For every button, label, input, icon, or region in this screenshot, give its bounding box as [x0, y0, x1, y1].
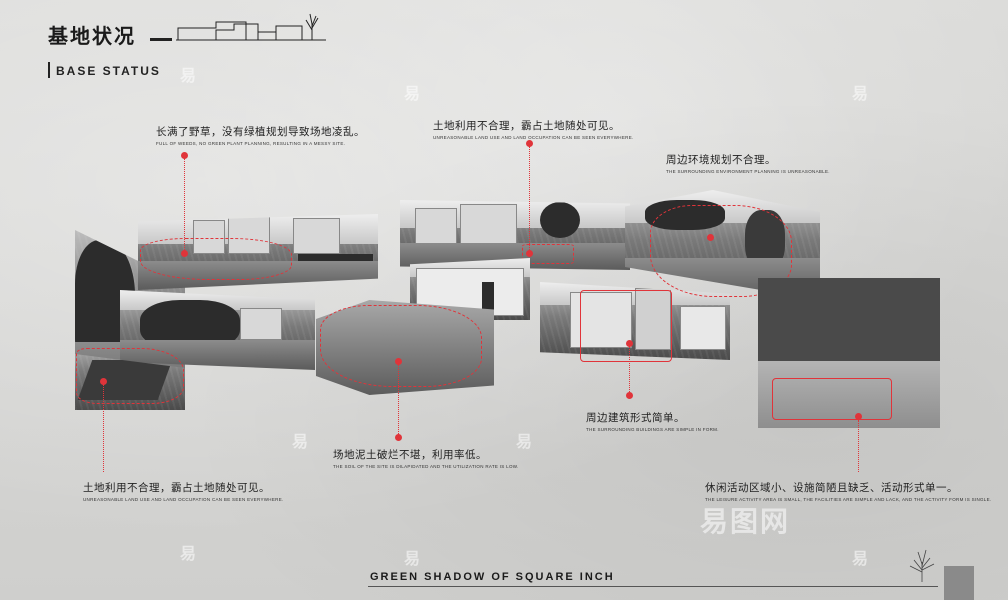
watermark-char: 易 [404, 551, 421, 568]
annotation-zh: 土地利用不合理，霸占土地随处可见。 [433, 120, 620, 132]
annotation-land-use-top: 土地利用不合理，霸占土地随处可见。 UNREASONABLE LAND USE … [433, 118, 634, 140]
marker-dot [626, 340, 633, 347]
subtitle-bar [48, 62, 50, 78]
marker-dot [395, 434, 402, 441]
tree-icon [909, 549, 935, 582]
highlight-buildings [580, 290, 672, 362]
watermark-brand: 易图网 [700, 506, 791, 537]
annotation-soil: 场地泥土破烂不堪，利用率低。 THE SOIL OF THE SITE IS D… [333, 447, 519, 469]
highlight-sheet [76, 348, 184, 404]
marker-dot [855, 413, 862, 420]
annotation-zh: 周边建筑形式简单。 [586, 412, 685, 424]
watermark-char: 易 [404, 86, 421, 103]
annotation-zh: 周边环境规划不合理。 [666, 154, 776, 166]
annotation-zh: 休闲活动区域小、设施简陋且缺乏、活动形式单一。 [705, 482, 958, 494]
marker-line [629, 346, 630, 394]
highlight-leisure [772, 378, 892, 420]
annotation-en: THE SURROUNDING BUILDINGS ARE SIMPLE IN … [586, 427, 719, 432]
marker-dot [100, 378, 107, 385]
highlight-occupation [522, 244, 574, 264]
title-dash [150, 38, 172, 41]
annotation-en: THE SURROUNDING ENVIRONMENT PLANNING IS … [666, 169, 830, 174]
marker-line [103, 384, 104, 472]
highlight-soil [320, 305, 482, 387]
annotation-zh: 长满了野草，没有绿植规划导致场地凌乱。 [156, 126, 365, 138]
marker-line [858, 420, 859, 472]
marker-dot [707, 234, 714, 241]
annotation-weeds: 长满了野草，没有绿植规划导致场地凌乱。 FULL OF WEEDS, NO GR… [156, 124, 365, 146]
marker-dot [526, 140, 533, 147]
annotation-en: UNREASONABLE LAND USE AND LAND OCCUPATIO… [83, 497, 284, 502]
highlight-weeds [140, 238, 292, 280]
annotation-buildings: 周边建筑形式简单。 THE SURROUNDING BUILDINGS ARE … [586, 410, 719, 432]
annotation-en: UNREASONABLE LAND USE AND LAND OCCUPATIO… [433, 135, 634, 140]
building-sketch-icon [176, 13, 326, 41]
marker-dot [181, 250, 188, 257]
watermark-char: 易 [852, 86, 869, 103]
annotation-leisure: 休闲活动区域小、设施简陋且缺乏、活动形式单一。 THE LEISURE ACTI… [705, 480, 991, 502]
marker-line [529, 146, 530, 252]
annotation-land-use-bottom: 土地利用不合理，霸占土地随处可见。 UNREASONABLE LAND USE … [83, 480, 284, 502]
footer-block [944, 566, 974, 600]
footer-line [368, 586, 938, 587]
footer-title: GREEN SHADOW OF SQUARE INCH [370, 571, 615, 583]
highlight-surroundings [650, 205, 792, 297]
annotation-en: FULL OF WEEDS, NO GREEN PLANT PLANNING, … [156, 141, 346, 146]
photo-leisure-area [758, 278, 940, 428]
marker-dot [526, 250, 533, 257]
watermark-char: 易 [180, 546, 197, 563]
watermark-char: 易 [852, 551, 869, 568]
watermark-char: 易 [292, 434, 309, 451]
annotation-zh: 土地利用不合理，霸占土地随处可见。 [83, 482, 270, 494]
marker-dot [395, 358, 402, 365]
marker-dot [626, 392, 633, 399]
watermark-char: 易 [516, 434, 533, 451]
annotation-zh: 场地泥土破烂不堪，利用率低。 [333, 449, 487, 461]
marker-line [184, 158, 185, 254]
annotation-en: THE SOIL OF THE SITE IS DILAPIDATED AND … [333, 464, 519, 469]
watermark-char: 易 [180, 68, 197, 85]
page-title: 基地状况 [48, 24, 136, 48]
annotation-environment: 周边环境规划不合理。 THE SURROUNDING ENVIRONMENT P… [666, 152, 830, 174]
page-subtitle: BASE STATUS [56, 64, 161, 78]
marker-dot [181, 152, 188, 159]
annotation-en: THE LEISURE ACTIVITY AREA IS SMALL, THE … [705, 497, 992, 502]
marker-line [398, 364, 399, 436]
